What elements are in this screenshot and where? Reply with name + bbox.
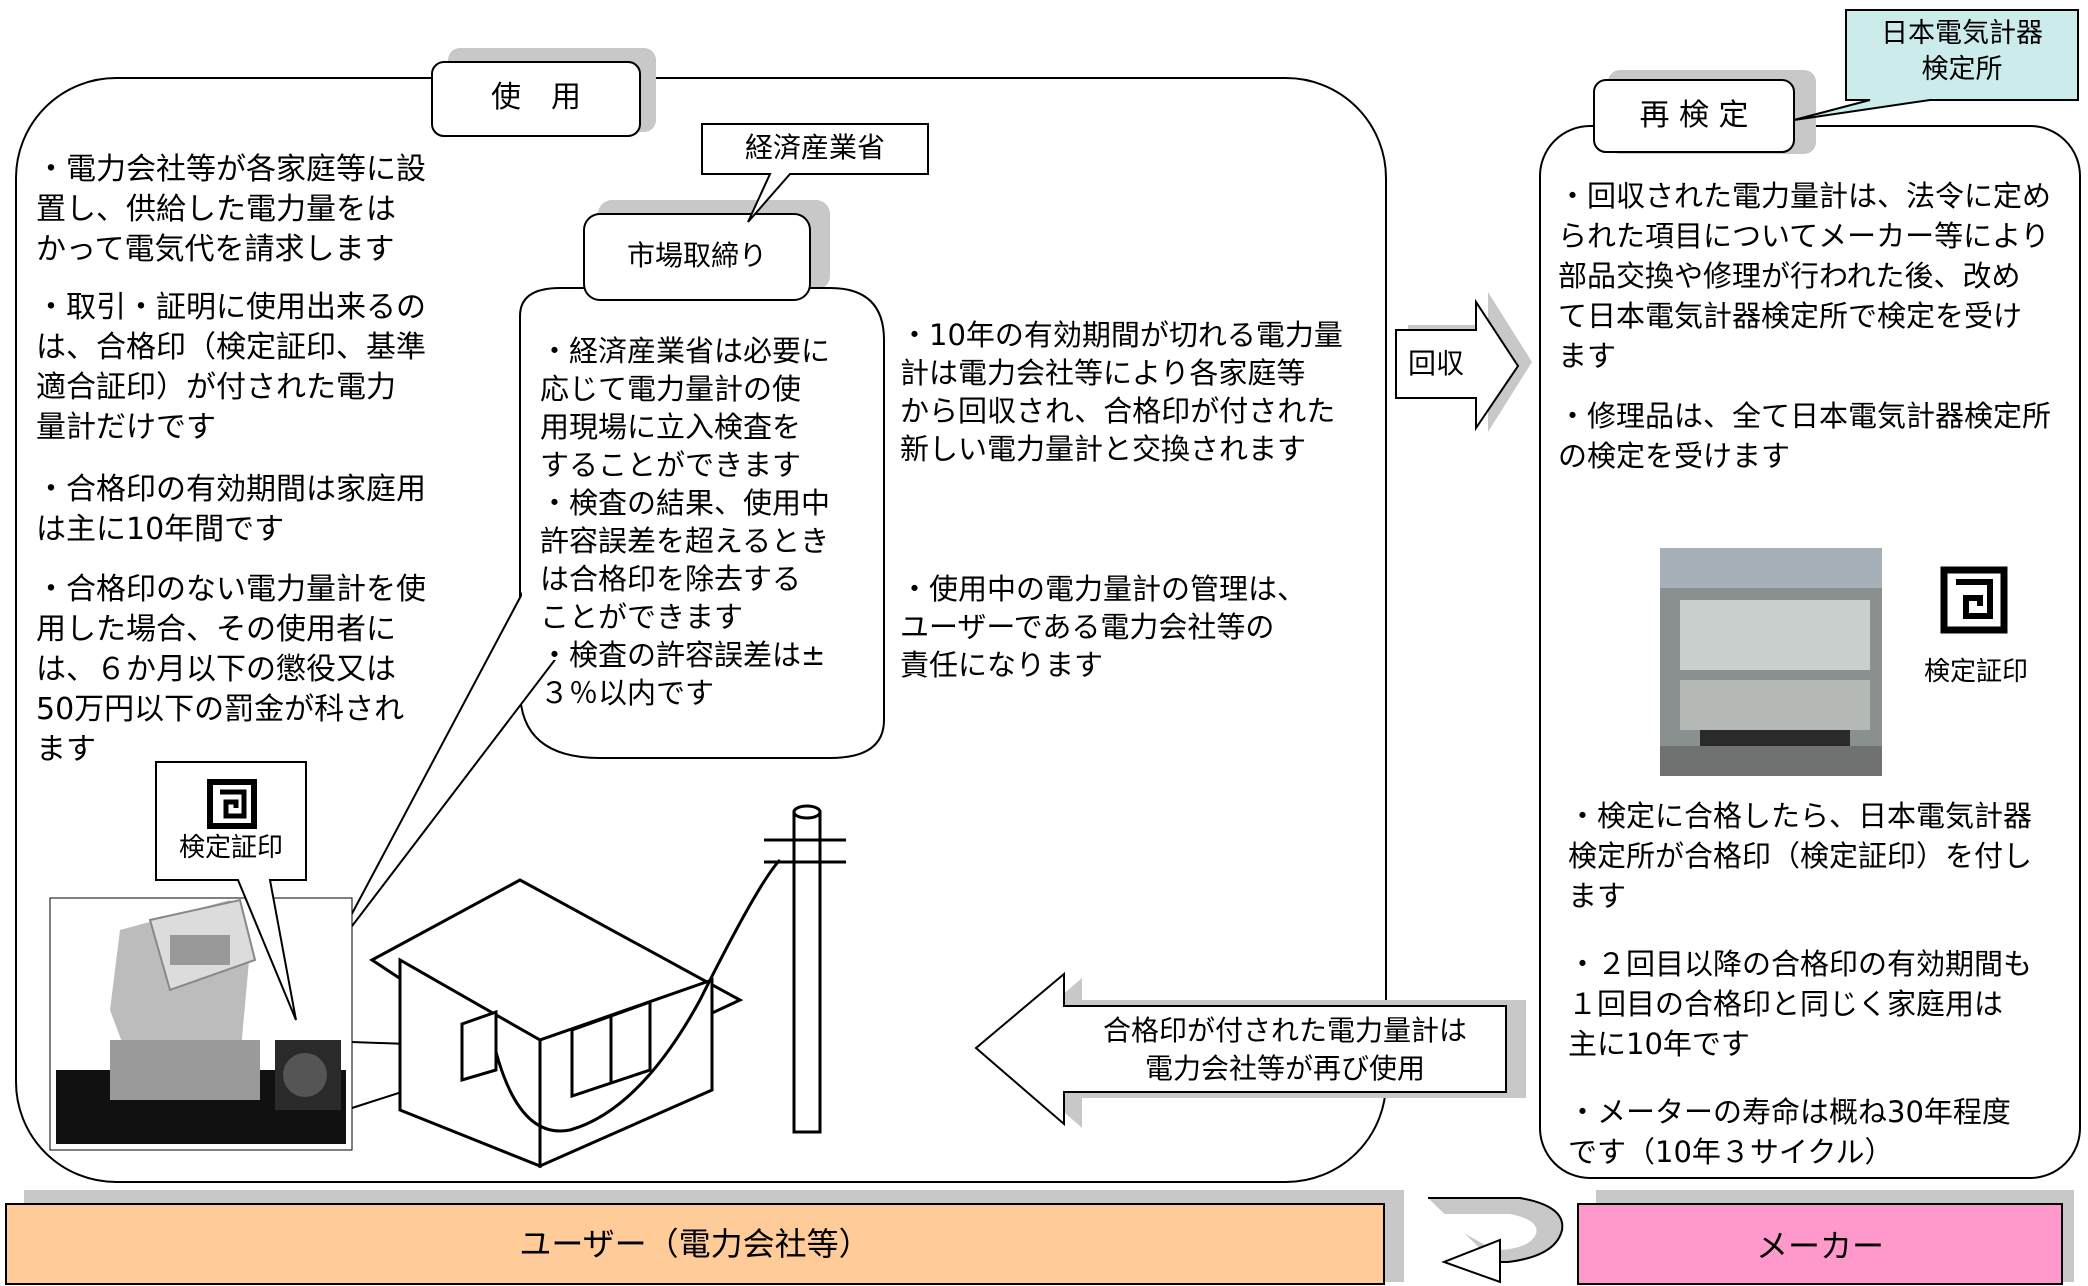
cycle-arrow	[1428, 1197, 1564, 1284]
use-tab	[431, 61, 641, 137]
middle-text-1: ・10年の有効期間が切れる電力量 計は電力会社等により各家庭等 から回収され、合…	[900, 318, 1343, 466]
reinspect-item-1: ・回収された電力量計は、法令に定め られた項目についてメーカー等により 部品交換…	[1558, 179, 2052, 373]
jemic-label: 日本電気計器 検定所	[1881, 18, 2043, 85]
stamp-label-left: 検定証印	[178, 833, 283, 863]
middle-text-2: ・使用中の電力量計の管理は、 ユーザーである電力会社等の 責任になります	[900, 572, 1307, 682]
return-arrow	[974, 971, 1526, 1128]
reinspect-item-3: ・検定に合格したら、日本電気計器 検定所が合格印（検定証印）を付し ます	[1568, 799, 2033, 913]
reinspect-label: 再 検 定	[1639, 98, 1749, 133]
power-cable	[494, 858, 782, 1133]
stamp-label-right: 検定証印	[1923, 657, 2028, 687]
use-item-4: ・合格印のない電力量計を使 用した場合、その使用者に は、６か月以下の懲役又は …	[36, 572, 426, 767]
market-text: ・経済産業省は必要に 応じて電力量計の使 用現場に立入検査を することができます…	[540, 334, 831, 710]
market-bubble	[519, 287, 885, 759]
jemic-callout	[1793, 9, 2079, 121]
meter-photo	[56, 898, 346, 1144]
reinspect-item-5: ・メーターの寿命は概ね30年程度 です（10年３サイクル）	[1568, 1095, 2011, 1169]
stamp-mark-icon	[207, 779, 257, 829]
ministry-callout	[701, 123, 929, 223]
reinspect-item-2: ・修理品は、全て日本電気計器検定所 の検定を受けます	[1558, 399, 2052, 473]
utility-pole-icon	[764, 804, 846, 1134]
maker-bar-label: メーカー	[1755, 1227, 1884, 1265]
use-item-3: ・合格印の有効期間は家庭用 は主に10年間です	[36, 472, 426, 547]
user-bar	[5, 1203, 1385, 1285]
market-label: 市場取締り	[626, 239, 767, 272]
collect-arrow	[1395, 292, 1532, 432]
house-icon	[369, 878, 744, 1169]
inspection-photo	[1660, 548, 1882, 776]
reinspect-item-4: ・２回目以降の合格印の有効期間も １回目の合格印と同じく家庭用は 主に10年です	[1568, 947, 2033, 1061]
use-item-1: ・電力会社等が各家庭等に設 置し、供給した電力量をは かって電気代を請求します	[36, 152, 426, 267]
maker-bar	[1577, 1203, 2063, 1285]
return-label: 合格印が付された電力量計は 電力会社等が再び使用	[1102, 1014, 1467, 1085]
stamp-mark-icon-right	[1940, 566, 2008, 634]
tail-cover	[522, 540, 582, 660]
use-item-2: ・取引・証明に使用出来るの は、合格印（検定証印、基準 適合証印）が付された電力…	[36, 290, 426, 445]
user-bar-label: ユーザー（電力会社等）	[519, 1225, 871, 1263]
market-tab	[583, 213, 811, 301]
collect-label: 回収	[1407, 347, 1464, 380]
reinspect-tab	[1593, 79, 1795, 153]
use-section-label: 使 用	[491, 80, 581, 115]
ministry-label: 経済産業省	[744, 131, 885, 164]
stamp-callout	[155, 761, 307, 1021]
